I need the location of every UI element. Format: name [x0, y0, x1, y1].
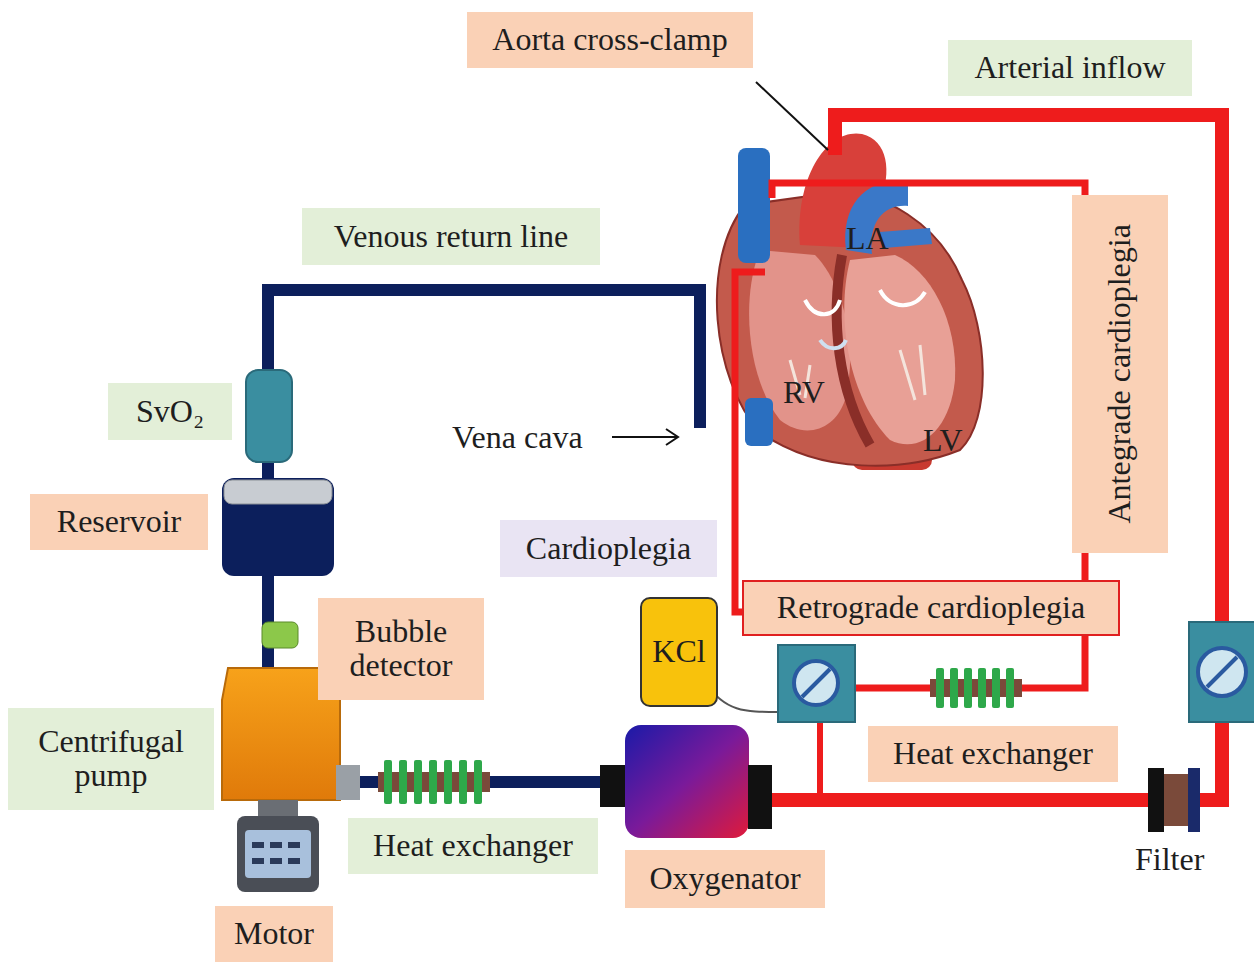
heat-exchanger-symbol — [378, 760, 490, 804]
fin — [1006, 668, 1014, 708]
motor-symbol — [237, 800, 319, 892]
label-box: Antegrade cardioplegia — [1072, 195, 1168, 553]
arterial-roller-pump — [1189, 622, 1254, 722]
reservoir-symbol — [222, 478, 334, 576]
fin — [978, 668, 986, 708]
clamp-leader — [756, 82, 828, 150]
node-text: Reservoir — [57, 505, 181, 539]
fin — [936, 668, 944, 708]
bubble-detector-symbol — [262, 622, 298, 648]
drug-box: KCl — [640, 597, 718, 707]
label-box: Cardioplegia — [500, 520, 717, 577]
cardioplegia-roller-pump — [778, 645, 855, 722]
label-box: Bubble detector — [318, 598, 484, 700]
label-box: Heat exchanger — [348, 818, 598, 874]
chamber-label: RV — [783, 376, 825, 408]
node-text: Retrograde cardioplegia — [777, 591, 1085, 625]
node-text: Bubble detector — [328, 615, 474, 682]
fin — [384, 760, 392, 804]
node-text: KCl — [652, 635, 705, 669]
oxygenator-symbol — [600, 725, 772, 838]
label-box: SvO₂ — [108, 383, 232, 440]
node-text: Oxygenator — [649, 862, 800, 896]
fin — [950, 668, 958, 708]
filter-symbol — [1148, 768, 1200, 832]
label-box: Venous return line — [302, 208, 600, 265]
node-text: Antegrade cardioplegia — [1103, 224, 1137, 523]
fin — [399, 760, 407, 804]
label-box: Arterial inflow — [948, 40, 1192, 96]
node-text: Motor — [234, 917, 314, 951]
fin — [474, 760, 482, 804]
fin — [414, 760, 422, 804]
node-text: Arterial inflow — [974, 51, 1165, 85]
fin — [429, 760, 437, 804]
svo2-sensor — [246, 370, 292, 462]
node-text: Centrifugal pump — [18, 725, 204, 792]
part-label: Filter — [1135, 843, 1204, 875]
fin — [964, 668, 972, 708]
label-box: Motor — [215, 906, 333, 962]
label-box: Reservoir — [30, 494, 208, 550]
arterial-line — [772, 115, 1222, 800]
chamber-label: LV — [923, 424, 963, 456]
label-box: Heat exchanger — [868, 726, 1118, 782]
part-label: Vena cava — [452, 421, 583, 453]
label-box: Retrograde cardioplegia — [742, 580, 1120, 636]
fin — [992, 668, 1000, 708]
node-text: Heat exchanger — [373, 829, 573, 863]
label-box: Oxygenator — [625, 850, 825, 908]
fin — [444, 760, 452, 804]
cardioplegia-lines — [735, 183, 1085, 800]
vena-cava-arrow — [612, 429, 678, 445]
label-box: Aorta cross-clamp — [467, 12, 753, 68]
chamber-label: LA — [846, 222, 889, 254]
node-text: Aorta cross-clamp — [492, 23, 727, 57]
node-text: Venous return line — [334, 220, 569, 254]
label-box: Centrifugal pump — [8, 708, 214, 810]
fin — [459, 760, 467, 804]
node-text: Cardioplegia — [526, 532, 691, 566]
node-text: Heat exchanger — [893, 737, 1093, 771]
heat-exchanger-symbol — [930, 668, 1022, 708]
node-text: SvO₂ — [136, 395, 204, 429]
